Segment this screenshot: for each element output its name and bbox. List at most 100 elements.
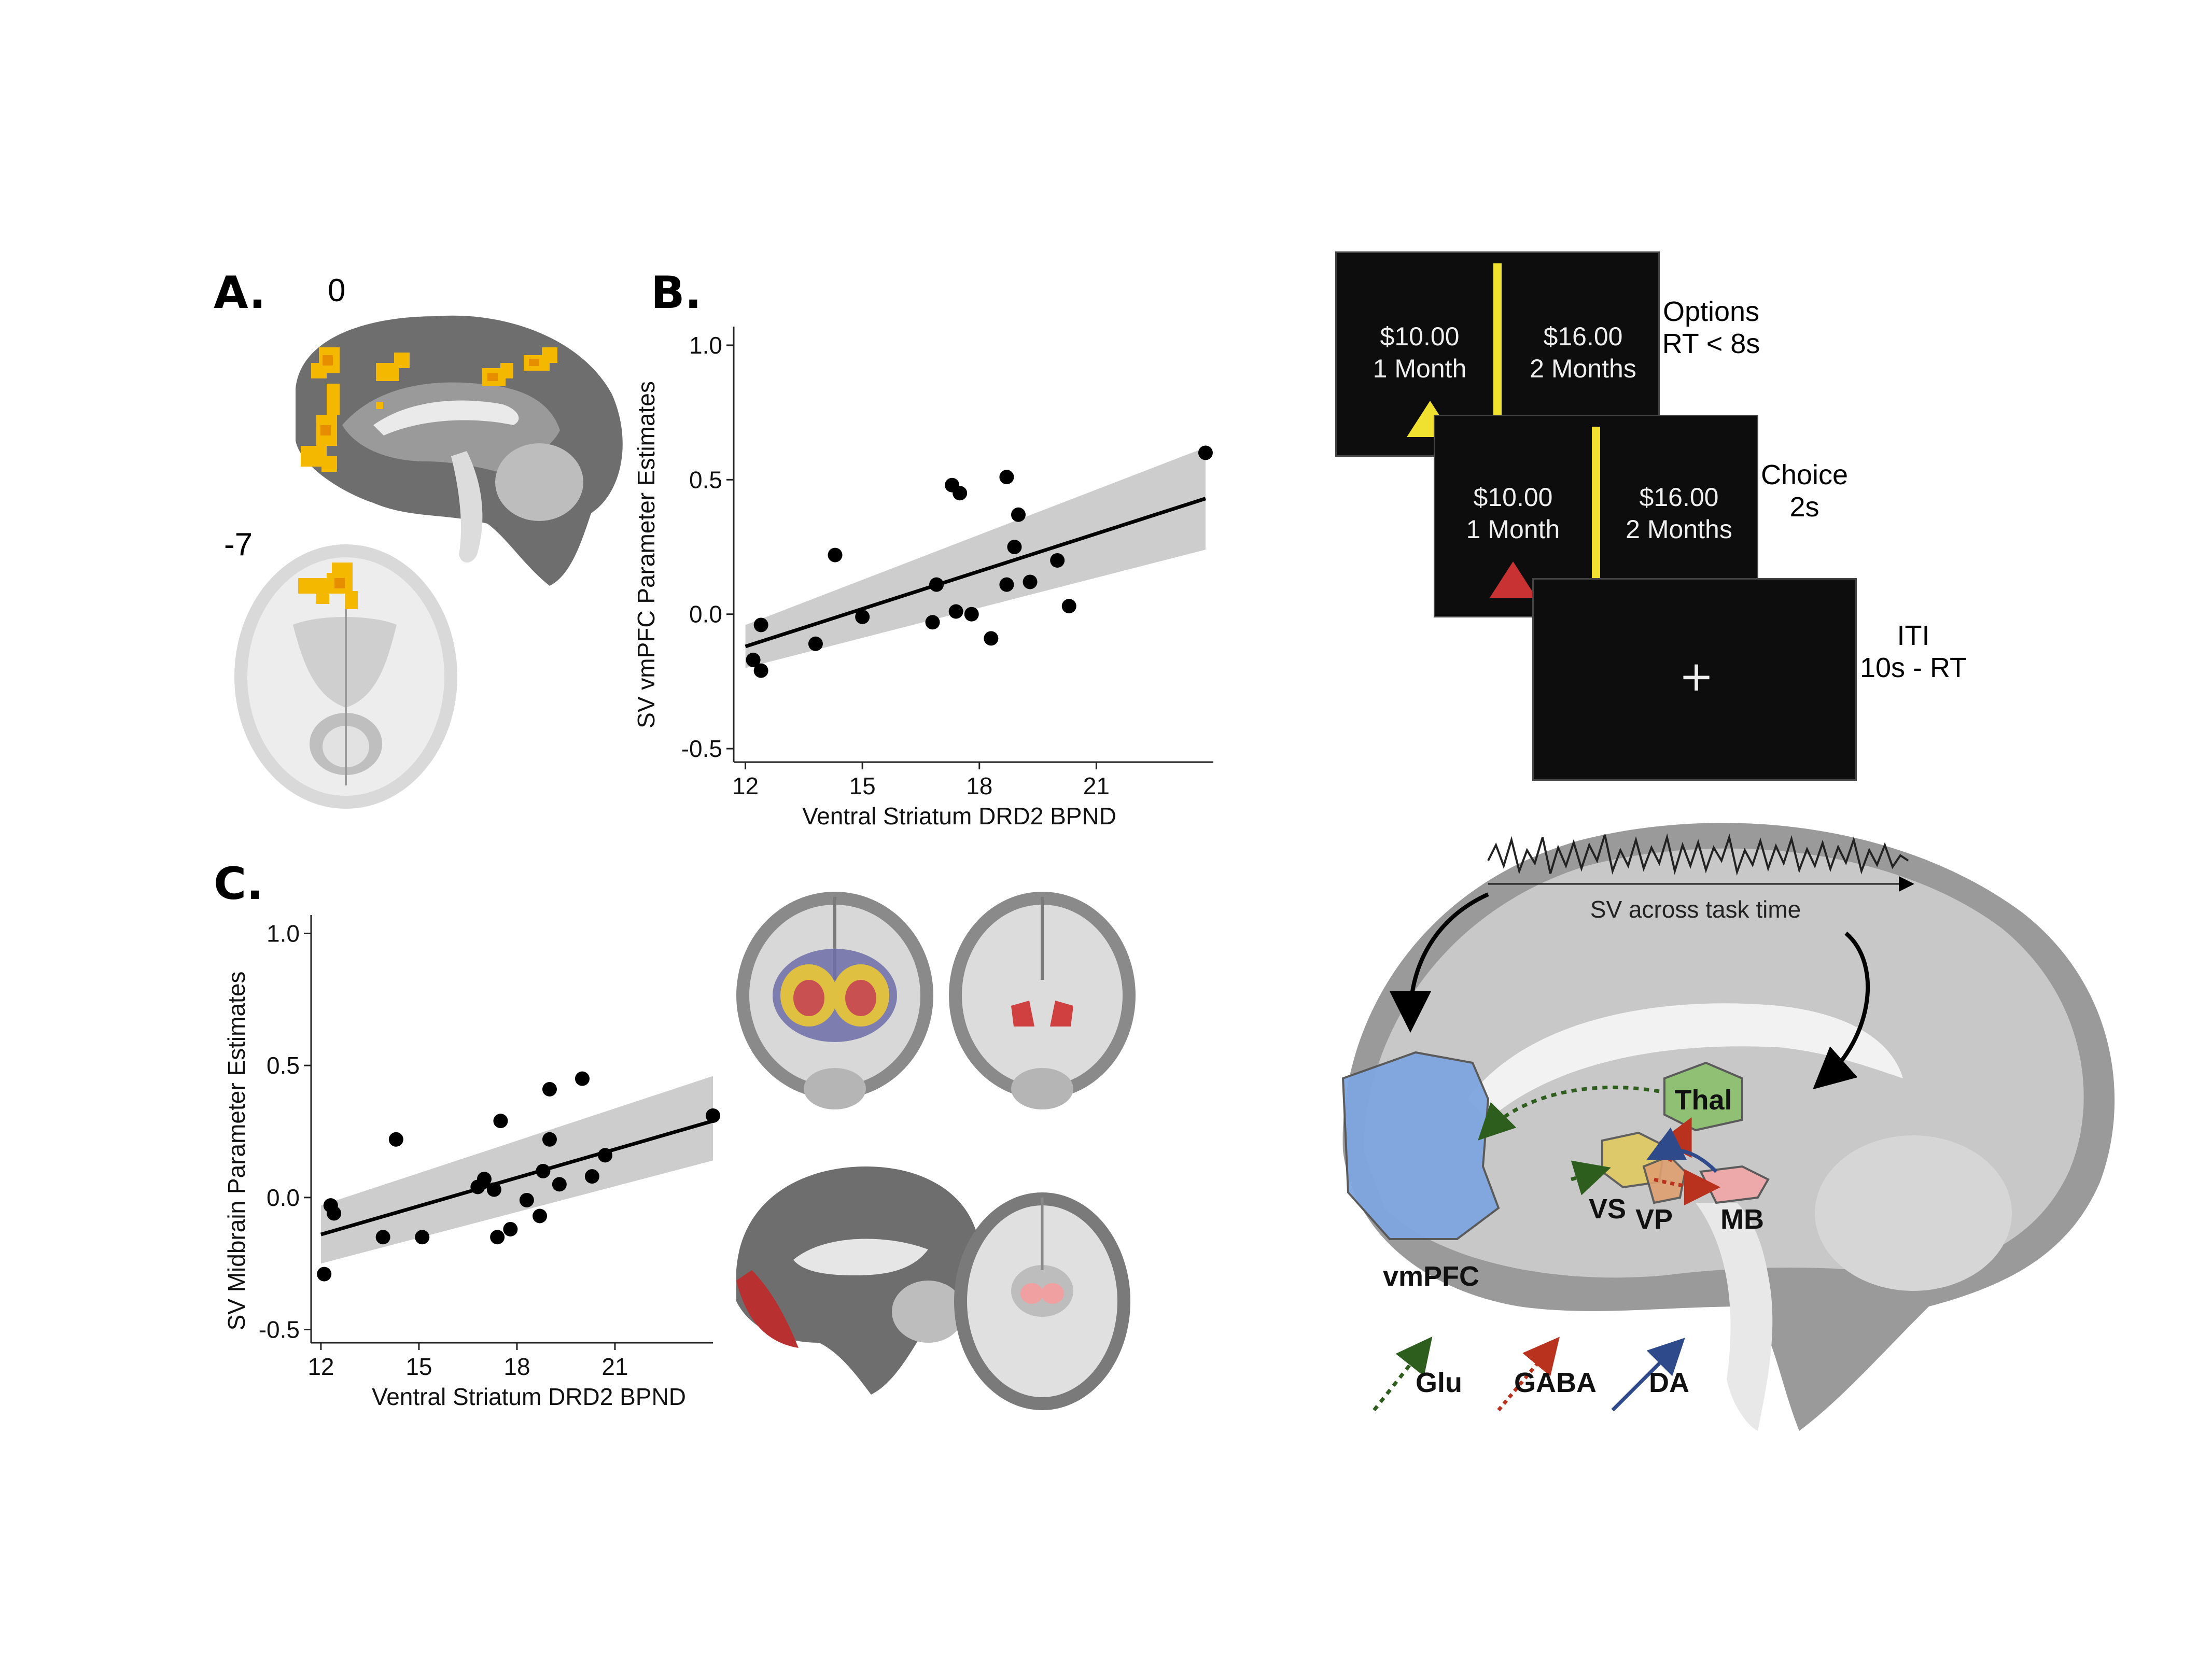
- choice-right-delay: 2 Months: [1626, 515, 1732, 544]
- vmpfc-data-point: [948, 604, 963, 619]
- vmpfc-xtick-1: 15: [849, 772, 876, 799]
- midbrain-ytick-2: 0.0: [267, 1184, 300, 1211]
- vmpfc-ytick-2: 0.0: [689, 601, 722, 628]
- midbrain-ytick-0: 1.0: [267, 920, 300, 947]
- vmpfc-ytick-3: -0.5: [681, 735, 722, 762]
- option-right-amount: $16.00: [1543, 322, 1623, 351]
- sagittal-slice-vmpfc-roi: [736, 1166, 980, 1395]
- vmpfc-data-point: [855, 609, 870, 624]
- legend-glu: Glu: [1416, 1367, 1462, 1398]
- vmpfc-ytick-0: 1.0: [689, 332, 722, 359]
- axial-slice-midbrain-roi: [954, 1192, 1130, 1410]
- midbrain-data-point: [486, 1182, 501, 1197]
- vmpfc-data-point: [753, 617, 768, 632]
- vmpfc-data-point: [999, 577, 1014, 592]
- vmpfc-xtick-0: 12: [732, 772, 759, 799]
- vmpfc-data-point: [964, 607, 979, 622]
- caption-options-title: Options: [1662, 296, 1760, 327]
- vmpfc-data-point: [753, 663, 768, 678]
- glu-vmpfc-vs: [1570, 1160, 1611, 1196]
- circuit-diagram: SV across task time vmPFC Thal VS VP MB …: [1341, 823, 2115, 1431]
- vmpfc-ytick-1: 0.5: [689, 466, 722, 493]
- midbrain-data-point: [493, 1114, 508, 1129]
- vmpfc-data-point: [1023, 574, 1038, 589]
- glu-thal-vmpfc: [1478, 1085, 1660, 1141]
- option-right-delay: 2 Months: [1530, 354, 1636, 383]
- midbrain-xtick-3: 21: [601, 1353, 628, 1380]
- option-left-amount: $10.00: [1380, 322, 1460, 351]
- label-vp: VP: [1635, 1204, 1673, 1235]
- midbrain-confidence-band: [320, 1076, 713, 1264]
- midbrain-data-point: [575, 1071, 590, 1086]
- midbrain-xtick-2: 18: [503, 1353, 530, 1380]
- midbrain-data-point: [503, 1221, 518, 1236]
- sagittal-slice-label: 0: [328, 273, 346, 308]
- label-vs: VS: [1589, 1193, 1626, 1225]
- midbrain-data-point: [415, 1230, 430, 1245]
- label-thal: Thal: [1674, 1085, 1732, 1116]
- fixation-cross: +: [1679, 652, 1714, 700]
- caption-options: Options RT < 8s: [1662, 296, 1760, 360]
- vmpfc-x-axis-label: Ventral Striatum DRD2 BPND: [802, 803, 1116, 830]
- vmpfc-xtick-2: 18: [966, 772, 992, 799]
- midbrain-scatter-plot: Ventral Striatum DRD2 BPND SV Midbrain P…: [223, 915, 720, 1410]
- vmpfc-data-point: [1050, 553, 1065, 568]
- vmpfc-data-point: [984, 631, 999, 646]
- midbrain-fit-line: [320, 1119, 713, 1236]
- midbrain-xtick-0: 12: [307, 1353, 334, 1380]
- vmpfc-data-point: [925, 615, 940, 630]
- roi-brain-images: [736, 892, 1136, 1410]
- da-mb-vs: [1646, 1127, 1718, 1173]
- choice-right-amount: $16.00: [1639, 483, 1719, 512]
- midbrain-data-point: [542, 1132, 557, 1147]
- task-screen-iti: +: [1532, 578, 1857, 781]
- panel-b-label: B.: [651, 267, 702, 319]
- task-screen-options: $10.00 1 Month $16.00 2 Months: [1335, 251, 1660, 457]
- midbrain-data-point: [706, 1108, 720, 1123]
- choice-left-amount: $10.00: [1473, 483, 1553, 512]
- vmpfc-fit-line: [745, 497, 1207, 649]
- midbrain-data-point: [533, 1208, 548, 1224]
- panel-a-label: A.: [214, 267, 266, 319]
- midbrain-data-point: [552, 1177, 567, 1192]
- label-mb: MB: [1720, 1204, 1764, 1235]
- coronal-slice-vs-roi: [949, 892, 1136, 1109]
- caption-choice-title: Choice: [1760, 459, 1849, 490]
- vmpfc-data-point: [1011, 507, 1026, 522]
- sagittal-brain-activation: [296, 315, 623, 586]
- midbrain-data-point: [477, 1172, 492, 1187]
- midbrain-data-point: [584, 1169, 599, 1184]
- midbrain-y-axis-label: SV Midbrain Parameter Estimates: [223, 972, 250, 1331]
- region-thal: [1663, 1061, 1743, 1132]
- midbrain-data-point: [542, 1082, 557, 1096]
- legend: Glu GABA DA: [1373, 1337, 1689, 1412]
- divider-bar: [1493, 263, 1502, 455]
- midbrain-data-point: [598, 1148, 613, 1163]
- legend-da: DA: [1649, 1367, 1689, 1398]
- caption-iti: ITI 10s - RT: [1859, 620, 1968, 684]
- vmpfc-data-point: [1061, 599, 1076, 614]
- vmpfc-data-point: [953, 486, 968, 501]
- sv-signal-trace: [1487, 833, 1909, 876]
- vmpfc-y-axis-label: SV vmPFC Parameter Estimates: [633, 381, 660, 728]
- triangle-red-icon: [1490, 561, 1536, 598]
- caption-choice: Choice 2s: [1760, 459, 1849, 523]
- coronal-slice-heatmap: [736, 892, 933, 1109]
- midbrain-data-point: [490, 1230, 505, 1245]
- midbrain-data-point: [327, 1206, 342, 1221]
- vmpfc-xtick-3: 21: [1083, 772, 1110, 799]
- midbrain-xtick-1: 15: [405, 1353, 432, 1380]
- choice-left-delay: 1 Month: [1466, 515, 1560, 544]
- label-vmpfc: vmPFC: [1383, 1261, 1479, 1292]
- midbrain-x-axis-label: Ventral Striatum DRD2 BPND: [372, 1383, 686, 1410]
- vmpfc-data-point: [808, 636, 823, 651]
- vmpfc-confidence-band: [745, 447, 1206, 668]
- option-left-delay: 1 Month: [1373, 354, 1467, 383]
- midbrain-data-point: [519, 1192, 534, 1207]
- legend-gaba: GABA: [1514, 1367, 1597, 1398]
- midbrain-ytick-1: 0.5: [267, 1052, 300, 1079]
- vmpfc-data-point: [1198, 445, 1213, 460]
- caption-iti-time: 10s - RT: [1859, 652, 1967, 683]
- caption-iti-title: ITI: [1897, 620, 1930, 651]
- caption-options-time: RT < 8s: [1662, 328, 1760, 359]
